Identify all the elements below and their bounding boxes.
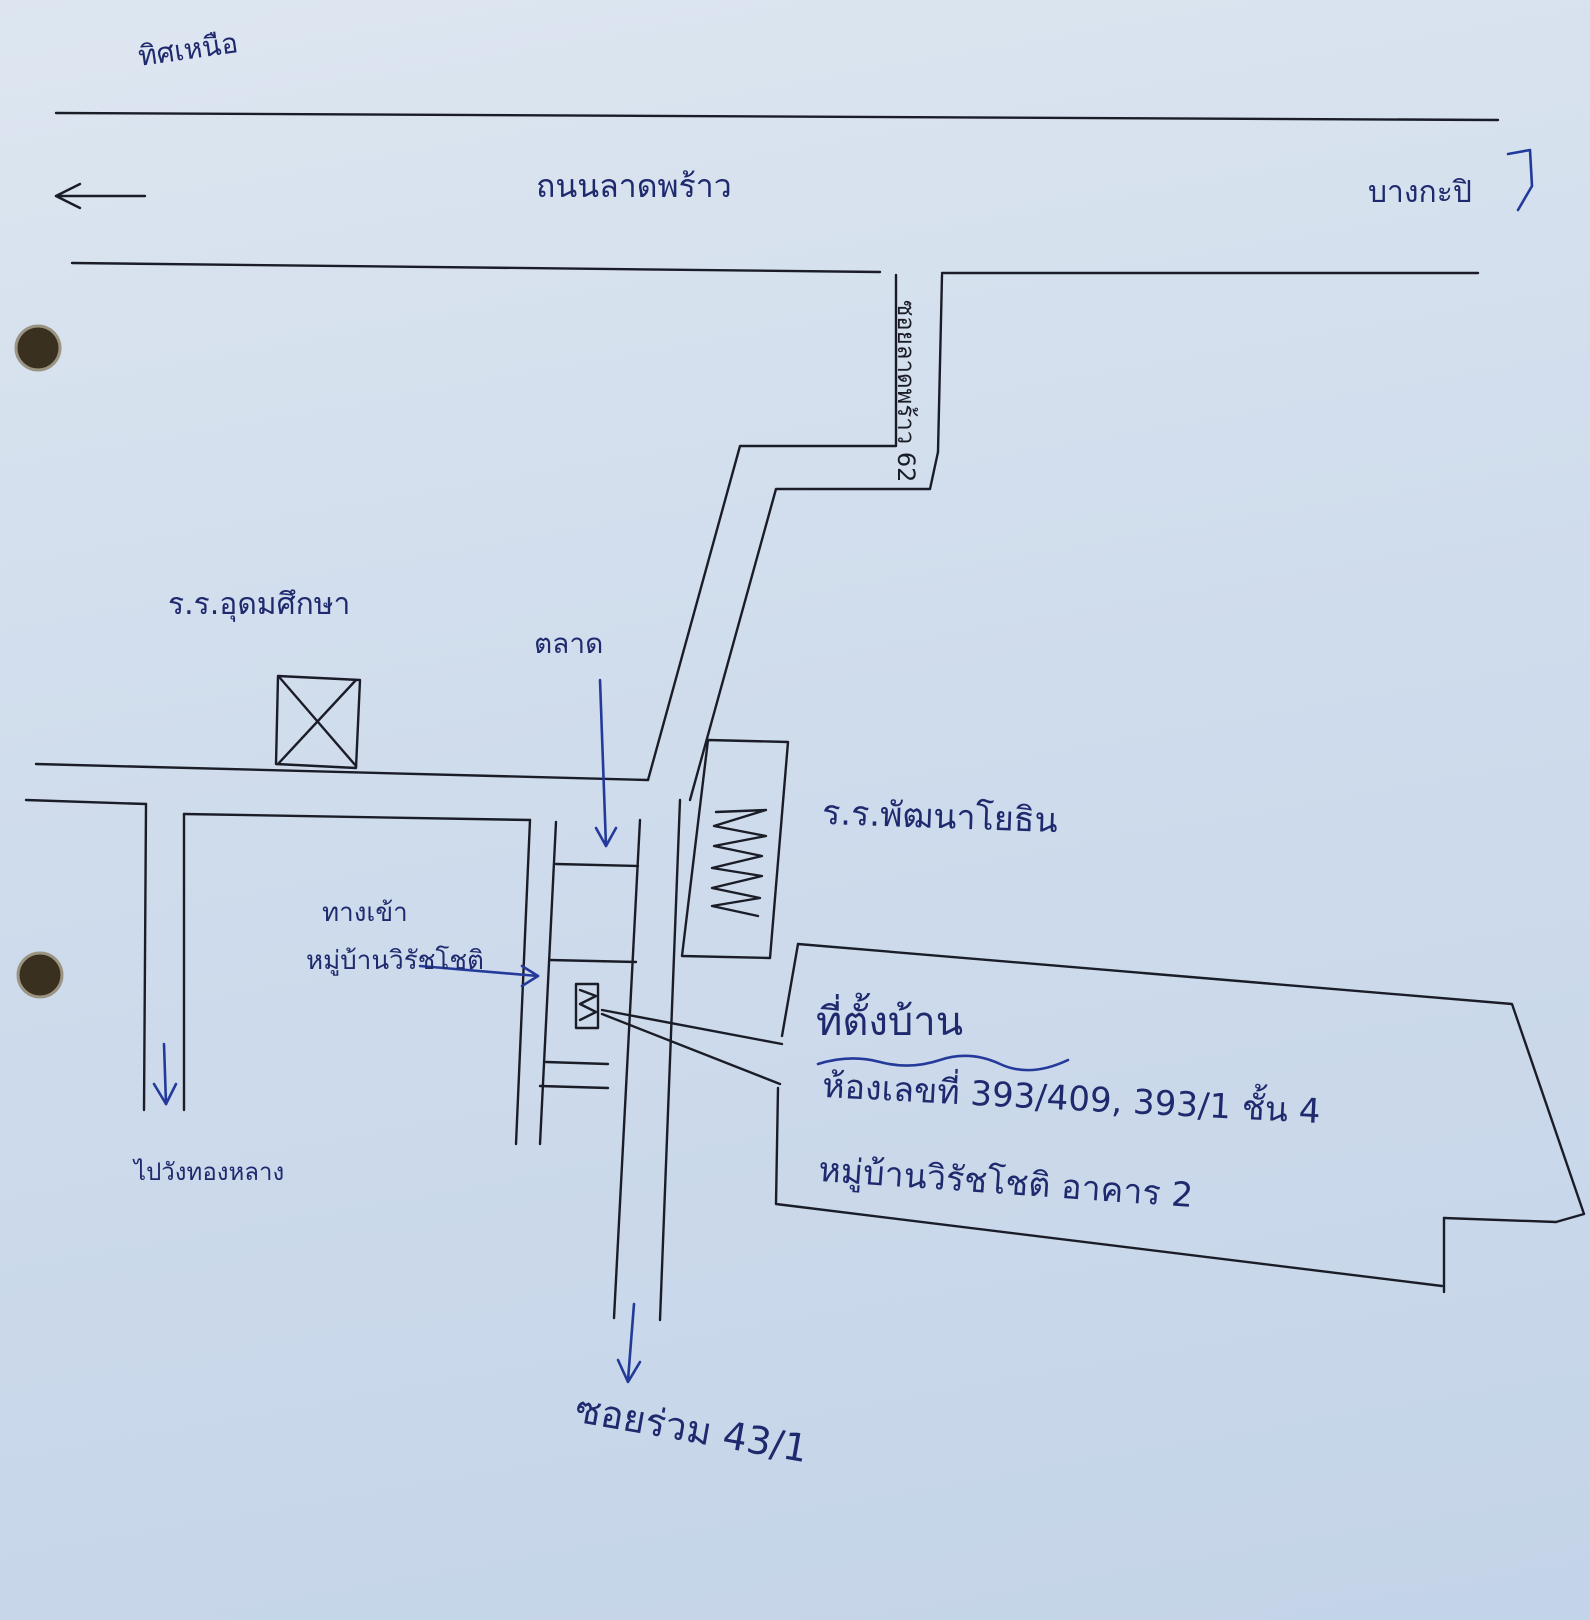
punch-hole-bottom bbox=[16, 951, 64, 999]
school-phatthana-building bbox=[680, 738, 790, 960]
market-arrow bbox=[594, 678, 618, 848]
village-lane bbox=[514, 818, 640, 1146]
house-title: ที่ตั้งบ้าน bbox=[816, 999, 964, 1045]
village-entrance-arrow bbox=[418, 964, 540, 988]
bangkapi-arrow bbox=[1506, 148, 1534, 212]
main-road bbox=[54, 111, 1500, 275]
school-phatthana-label: ร.ร.พัฒนาโยธิน bbox=[821, 792, 1059, 842]
left-road-arrow bbox=[152, 1042, 178, 1106]
market-label: ตลาด bbox=[534, 627, 604, 660]
school-udom-label: ร.ร.อุดมศึกษา bbox=[168, 587, 351, 622]
bangkapi-label: บางกะปิ bbox=[1368, 175, 1472, 210]
village-name-label: หมู่บ้านวิรัชโชติ bbox=[306, 946, 484, 976]
house-title-underline bbox=[816, 1054, 1070, 1072]
house-info-box bbox=[774, 942, 1586, 1294]
soi-road bbox=[612, 273, 944, 1322]
village-entrance-label: ทางเข้า bbox=[322, 898, 408, 928]
main-road-name: ถนนลาดพร้าว bbox=[536, 167, 732, 205]
house-marker bbox=[574, 982, 784, 1086]
to-left-label: ไปวังทองหลาง bbox=[134, 1158, 285, 1186]
punch-hole-top bbox=[14, 324, 62, 372]
soi-62-label: ซอยลาดพร้าว 62 bbox=[892, 300, 920, 483]
school-udom-building bbox=[274, 674, 362, 770]
soi-ruam-arrow bbox=[616, 1302, 642, 1384]
side-road bbox=[24, 762, 650, 1112]
